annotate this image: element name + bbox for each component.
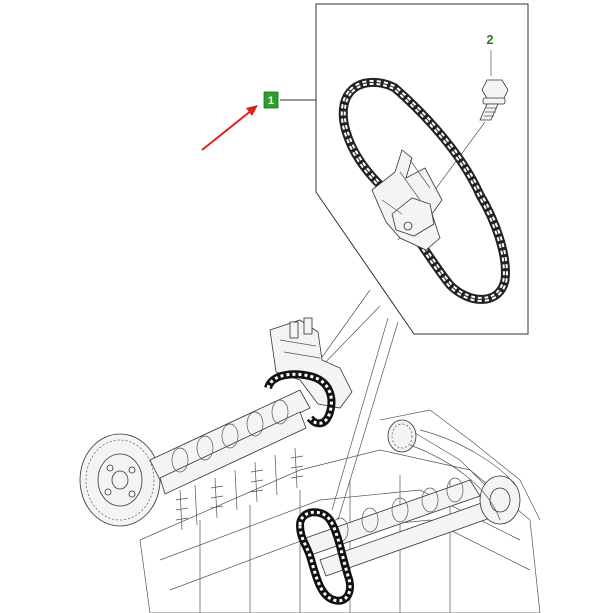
camshaft-gear bbox=[79, 433, 161, 527]
pulley-right bbox=[409, 429, 521, 525]
detail-inset-frame bbox=[315, 3, 529, 335]
inset-leader-lower-2 bbox=[331, 317, 389, 511]
callout-1-badge[interactable]: 1 bbox=[263, 91, 279, 109]
small-sprocket-right bbox=[387, 419, 417, 453]
valve-springs bbox=[175, 447, 304, 531]
inset-leader-lower bbox=[337, 321, 399, 521]
upper-cam-unit bbox=[269, 317, 353, 409]
upper-timing-chain bbox=[264, 370, 336, 428]
lower-timing-chain bbox=[295, 508, 355, 605]
callout-1-label: 1 bbox=[268, 95, 274, 107]
inset-leader-upper-2 bbox=[319, 289, 371, 361]
pointer-arrow bbox=[201, 105, 258, 151]
camshaft-left bbox=[149, 389, 311, 495]
chain-guide bbox=[371, 149, 443, 251]
callout-2-label: 2 bbox=[486, 32, 493, 47]
inset-leader-upper bbox=[315, 305, 381, 373]
